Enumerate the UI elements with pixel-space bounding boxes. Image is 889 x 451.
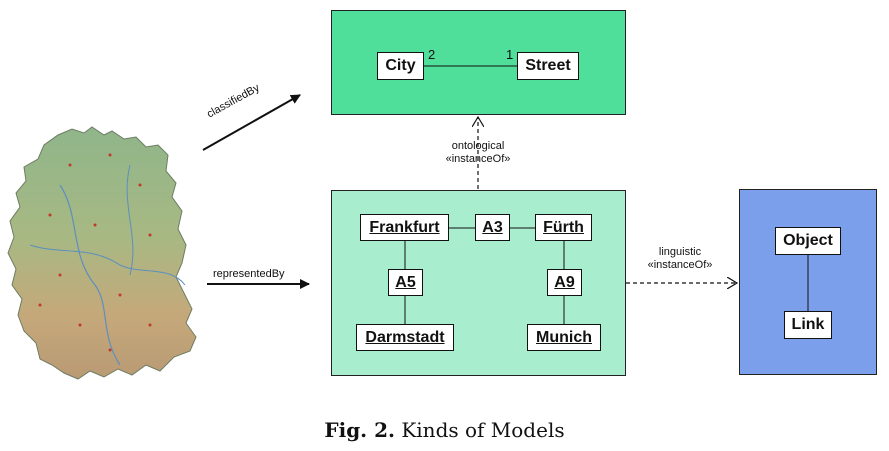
ontological-label-line1: ontological xyxy=(451,140,505,152)
figure-caption-label: Fig. 2. xyxy=(324,418,395,442)
class-street: Street xyxy=(517,52,579,80)
object-munich: Munich xyxy=(527,324,601,351)
represented-by-label: representedBy xyxy=(213,268,285,280)
link-a3: A3 xyxy=(475,214,510,241)
multiplicity-city-end: 2 xyxy=(428,47,436,62)
ontological-label: ontological «instanceOf» xyxy=(428,140,528,166)
class-link: Link xyxy=(784,311,832,339)
linguistic-label: linguistic «instanceOf» xyxy=(630,246,730,272)
ontological-label-line2: «instanceOf» xyxy=(445,153,511,165)
linguistic-label-line2: «instanceOf» xyxy=(647,259,713,271)
germany-map-image xyxy=(7,126,197,380)
link-a5: A5 xyxy=(388,269,423,296)
object-frankfurt: Frankfurt xyxy=(360,214,449,241)
class-object: Object xyxy=(775,227,841,255)
multiplicity-street-end: 1 xyxy=(506,47,514,62)
classified-by-arrow xyxy=(202,94,301,151)
object-fuerth: Fürth xyxy=(535,214,592,241)
figure-caption-text: Kinds of Models xyxy=(401,418,565,442)
class-city: City xyxy=(377,52,424,80)
linguistic-label-line1: linguistic xyxy=(658,246,702,258)
link-a9: A9 xyxy=(547,269,582,296)
figure-caption: Fig. 2. Kinds of Models xyxy=(0,418,889,442)
object-darmstadt: Darmstadt xyxy=(356,324,454,351)
